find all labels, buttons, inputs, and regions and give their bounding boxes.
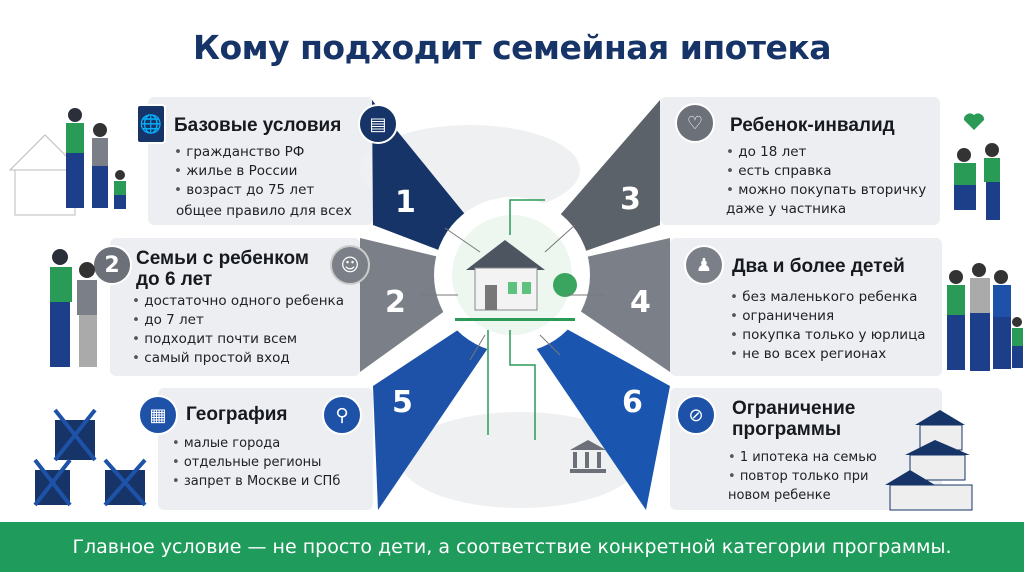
crossed-cities-illustration <box>33 408 147 507</box>
wedge-number-4: 4 <box>630 285 651 320</box>
wedge-number-1: 1 <box>395 185 416 220</box>
list-item: повтор только при новом ребенке <box>728 467 878 505</box>
list-item: не во всех регионах <box>730 345 926 364</box>
parents-baby-illustration <box>50 249 97 367</box>
card-title: Ребенок-инвалид <box>730 115 895 136</box>
list-item: до 18 лет <box>726 143 936 162</box>
card-list: малые города отдельные регионы запрет в … <box>172 434 341 491</box>
list-item: до 7 лет <box>132 311 344 330</box>
card-note: общее правило для всех <box>176 203 352 219</box>
russia-map-bottom <box>400 412 640 508</box>
card-list: достаточно одного ребенка до 7 лет подхо… <box>132 292 344 368</box>
card-child-under-6: Семьи с ребенком до 6 лет достаточно одн… <box>110 238 360 376</box>
card-list: гражданство РФ жилье в России возраст до… <box>174 143 314 200</box>
list-item: есть справка <box>726 162 936 181</box>
list-item: возраст до 75 лет <box>174 181 314 200</box>
card-basic-conditions: Базовые условия гражданство РФ жилье в Р… <box>148 97 373 225</box>
list-item: гражданство РФ <box>174 143 314 162</box>
card-title: Два и более детей <box>732 256 905 277</box>
card-program-limits: Ограничение программы 1 ипотека на семью… <box>670 388 942 510</box>
list-item: без маленького ребенка <box>730 288 926 307</box>
family-icon: ♟ <box>684 245 724 285</box>
list-item: достаточно одного ребенка <box>132 292 344 311</box>
wedge-5 <box>373 322 490 510</box>
footer-banner: Главное условие — не просто дети, а соот… <box>0 522 1024 572</box>
wedge-4 <box>564 238 670 372</box>
card-list: до 18 лет есть справка можно покупать вт… <box>726 143 936 219</box>
page-title: Кому подходит семейная ипотека <box>192 28 832 67</box>
wedge-number-5: 5 <box>392 385 413 420</box>
house-icon <box>455 240 577 321</box>
map-book-icon: ▦ <box>138 395 178 435</box>
baby-icon: ☺ <box>330 245 370 285</box>
card-title: Семьи с ребенком до 6 лет <box>136 248 309 290</box>
card-title: География <box>186 404 288 425</box>
list-item: покупка только у юрлица <box>730 326 925 345</box>
disabled-child-illustration <box>954 113 1000 220</box>
list-item: отдельные регионы <box>172 453 340 472</box>
card-title: Базовые условия <box>174 115 342 136</box>
stacked-houses-illustration <box>885 410 973 511</box>
family-house-illustration <box>8 108 126 216</box>
list-item: можно покупать вторичку даже у частника <box>726 181 936 219</box>
card-list: 1 ипотека на семью повтор только при нов… <box>728 448 878 505</box>
passport-icon: 🌐 <box>136 104 166 144</box>
card-title: Ограничение программы <box>732 398 856 440</box>
prohibited-icon: ⊘ <box>676 395 716 435</box>
list-item: подходит почти всем <box>132 330 344 349</box>
list-item: малые города <box>172 434 340 453</box>
wedge-6 <box>534 322 670 510</box>
list-item: самый простой вход <box>132 349 344 368</box>
heart-hands-icon: ♡ <box>675 103 715 143</box>
wedge-number-2: 2 <box>385 285 406 320</box>
card-list: без маленького ребенка ограничения покуп… <box>730 288 926 364</box>
list-item: ограничения <box>730 307 926 326</box>
wedge-number-3: 3 <box>620 182 641 217</box>
list-item: жилье в России <box>174 162 314 181</box>
map-pin-icon: ⚲ <box>322 395 362 435</box>
list-item: запрет в Москве и СПб <box>172 472 341 491</box>
document-icon: ▤ <box>358 104 398 144</box>
list-item: 1 ипотека на семью <box>728 448 878 467</box>
wedge-number-6: 6 <box>622 385 643 420</box>
large-family-illustration <box>947 263 1023 371</box>
bank-icon <box>570 440 606 473</box>
